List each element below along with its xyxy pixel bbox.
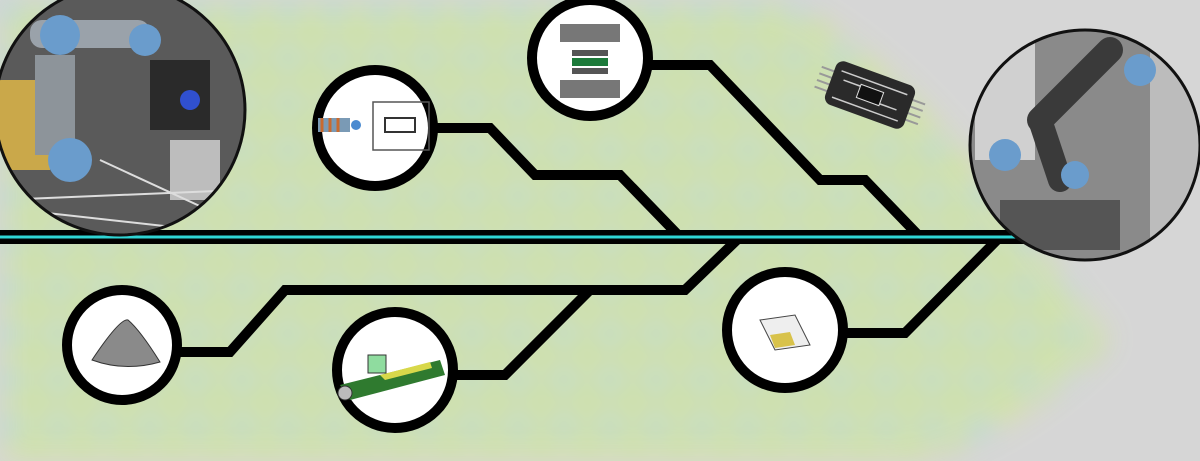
robot-lab-photo-left (0, 0, 247, 237)
node-battery-cell (527, 0, 653, 121)
branch-xrd (437, 123, 684, 241)
circuit-chip-icon (814, 61, 926, 129)
branch-cell (650, 60, 924, 241)
node-powder (62, 285, 182, 405)
branch-lines (180, 60, 1004, 380)
branch-powder (180, 233, 744, 357)
branch-film (847, 233, 1004, 338)
branch-coating (457, 286, 594, 380)
node-coating-belt (332, 307, 458, 433)
node-xrd (312, 65, 438, 191)
node-film-sample (722, 267, 848, 393)
